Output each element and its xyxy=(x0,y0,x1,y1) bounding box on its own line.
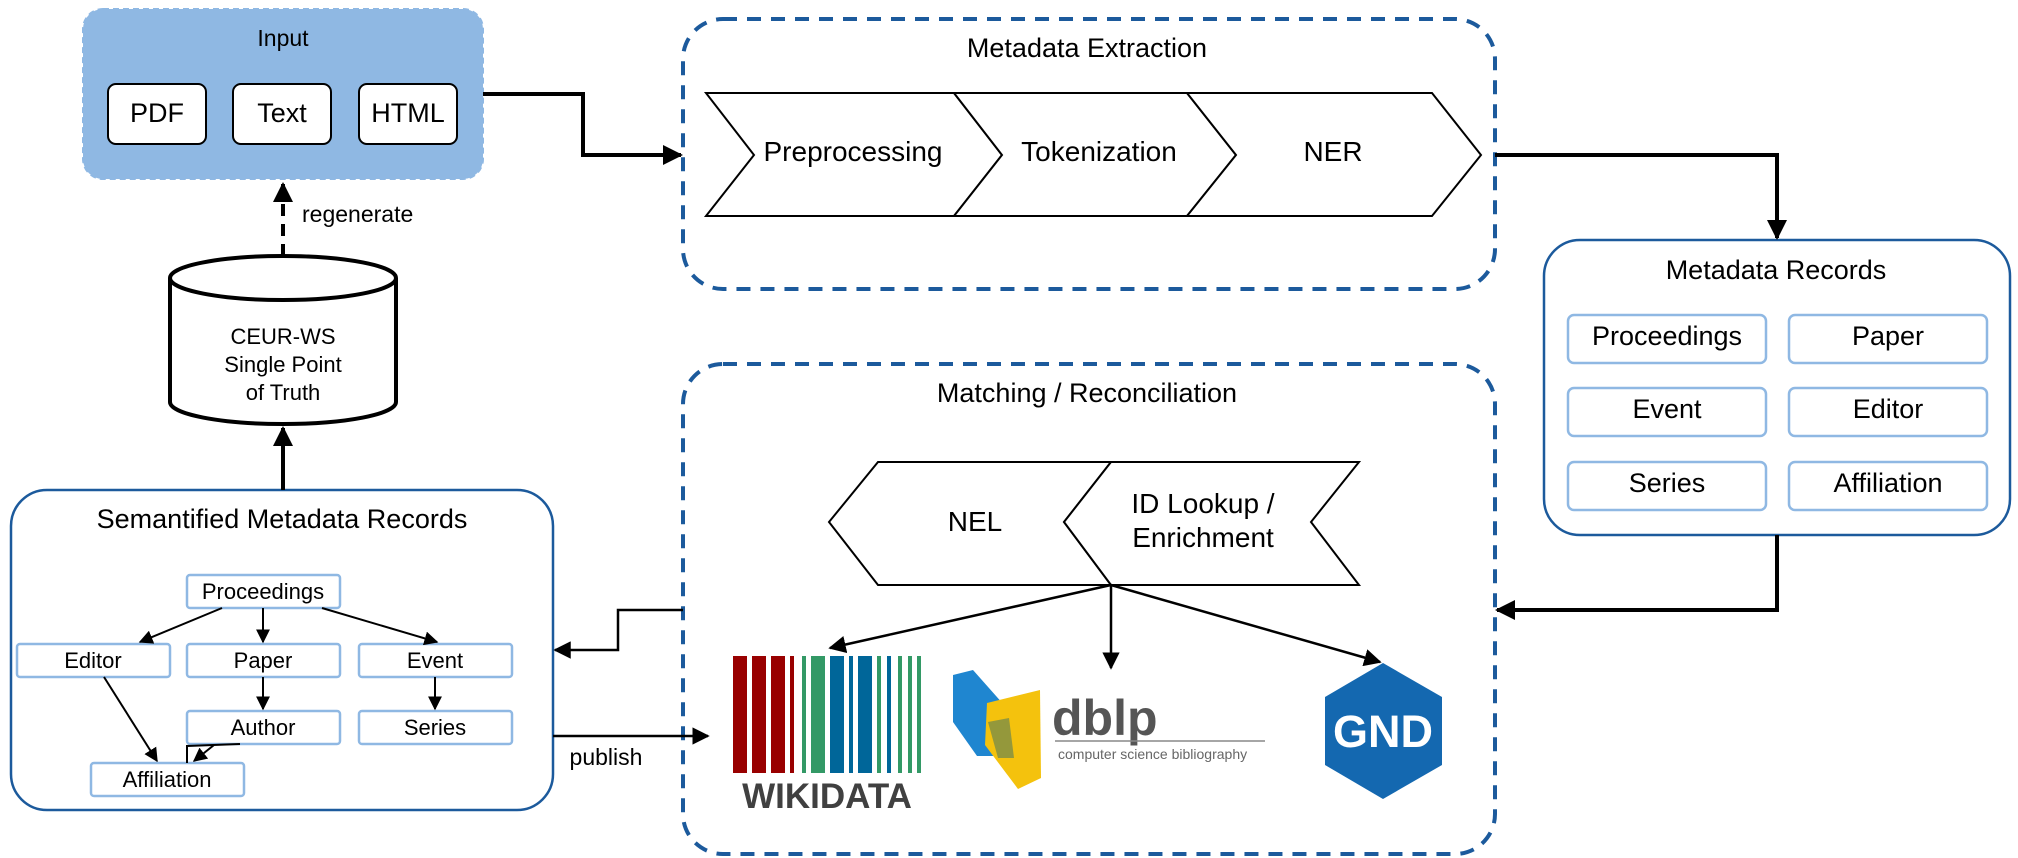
nel-label: NEL xyxy=(948,506,1002,537)
dblp-wordmark: dblp xyxy=(1052,690,1158,746)
publish-label: publish xyxy=(570,744,643,770)
node-paper-label: Paper xyxy=(234,648,293,673)
id-lookup-chevron xyxy=(1062,461,1362,586)
input-title: Input xyxy=(257,25,309,51)
matching-title: Matching / Reconciliation xyxy=(937,378,1237,408)
step-tokenization-label: Tokenization xyxy=(1021,136,1177,167)
ceur-ws-database: CEUR-WS Single Point of Truth xyxy=(168,254,398,426)
node-affiliation-label: Affiliation xyxy=(123,767,212,792)
record-editor-label: Editor xyxy=(1853,394,1924,424)
database-label-line1: CEUR-WS xyxy=(230,324,335,349)
record-series-label: Series xyxy=(1629,468,1706,498)
node-series-label: Series xyxy=(404,715,466,740)
node-event-label: Event xyxy=(407,648,463,673)
connector-lookup-to-gnd xyxy=(1110,583,1382,667)
input-html-box xyxy=(358,83,458,145)
record-proceedings-box xyxy=(1566,313,1768,365)
record-editor-box xyxy=(1787,386,1989,438)
edge-editor-affiliation xyxy=(103,676,158,763)
edge-proceedings-event xyxy=(321,607,439,646)
input-pdf-box xyxy=(107,83,207,145)
id-lookup-label-line1: ID Lookup / xyxy=(1131,488,1274,519)
record-affiliation-label: Affiliation xyxy=(1833,468,1942,498)
connector-input-to-extraction xyxy=(483,92,683,165)
wikidata-logo: WIKIDATA xyxy=(733,656,921,816)
input-html-label: HTML xyxy=(371,98,445,128)
semantified-group: Semantified Metadata Records Proceedings… xyxy=(9,488,555,812)
input-text-label: Text xyxy=(257,98,307,128)
edge-proceedings-editor xyxy=(138,607,223,644)
id-lookup-label-line2: Enrichment xyxy=(1132,522,1274,553)
metadata-records-group: Metadata Records Proceedings Paper Event… xyxy=(1542,238,2012,537)
semantified-title: Semantified Metadata Records xyxy=(97,504,468,534)
database-label-line2: Single Point xyxy=(224,352,341,377)
regenerate-label: regenerate xyxy=(302,201,413,227)
record-event-box xyxy=(1566,386,1768,438)
input-group: Input PDF Text HTML xyxy=(82,8,484,180)
record-affiliation-box xyxy=(1787,460,1989,512)
connector-extraction-to-records xyxy=(1495,153,1787,240)
step-preprocessing-label: Preprocessing xyxy=(764,136,943,167)
matching-group: Matching / Reconciliation NEL ID Lookup … xyxy=(681,362,1497,856)
metadata-extraction-title: Metadata Extraction xyxy=(967,33,1207,63)
record-paper-label: Paper xyxy=(1852,321,1924,351)
metadata-records-title: Metadata Records xyxy=(1666,255,1887,285)
dblp-tagline: computer science bibliography xyxy=(1058,746,1247,762)
node-author-label: Author xyxy=(231,715,296,740)
node-series-box xyxy=(357,709,514,746)
step-ner-label: NER xyxy=(1303,136,1362,167)
database-top xyxy=(168,254,398,302)
node-author-box xyxy=(185,709,342,746)
connector-lookup-to-wikidata xyxy=(828,583,1112,654)
node-affiliation-box xyxy=(89,761,246,798)
database-label-line3: of Truth xyxy=(246,380,321,405)
record-event-label: Event xyxy=(1632,394,1702,424)
record-series-box xyxy=(1566,460,1768,512)
connector-matching-to-semantified xyxy=(553,608,683,659)
node-editor-box xyxy=(15,642,172,679)
record-paper-box xyxy=(1787,313,1989,365)
input-text-box xyxy=(232,83,332,145)
edge-author-affiliation xyxy=(186,743,241,763)
gnd-wordmark: GND xyxy=(1333,706,1433,757)
input-pdf-label: PDF xyxy=(130,98,184,128)
node-editor-label: Editor xyxy=(64,648,121,673)
dblp-logo: dblp computer science bibliography xyxy=(953,670,1265,789)
database-cylinder xyxy=(168,278,398,426)
gnd-logo: GND xyxy=(1325,663,1442,799)
node-proceedings-label: Proceedings xyxy=(202,579,324,604)
connector-records-to-matching xyxy=(1495,535,1779,620)
step-ner-chevron xyxy=(1184,92,1483,217)
record-proceedings-label: Proceedings xyxy=(1592,321,1742,351)
wikidata-wordmark: WIKIDATA xyxy=(742,777,912,816)
edge-author-affiliation-head xyxy=(192,744,215,762)
metadata-extraction-group: Metadata Extraction Preprocessing Tokeni… xyxy=(681,17,1497,291)
